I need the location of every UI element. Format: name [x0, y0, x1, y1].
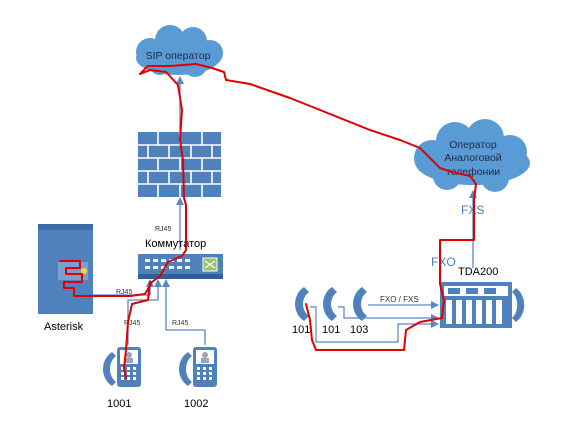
rj45-asterisk-label: RJ45: [116, 289, 132, 296]
analog-103-connector: [368, 301, 439, 309]
pbx-icon: [440, 282, 525, 328]
switch-to-phone1001-connector: [127, 279, 162, 345]
call-path: [59, 63, 477, 379]
analog-101a-label: 101: [292, 324, 310, 336]
switch-to-phone1002-connector: [162, 279, 206, 345]
ip-phone-1001[interactable]: [103, 347, 141, 387]
fxs-label: FXS: [461, 203, 484, 217]
analog-cloud-line-3: телефонии: [446, 166, 500, 178]
handset-icon: [323, 287, 337, 321]
analog-phone-101a[interactable]: [295, 287, 309, 321]
cloud-icon: [414, 119, 530, 192]
analog-101a-connector: [310, 306, 439, 343]
analog-103-label: 103: [350, 324, 368, 336]
asterisk-label: Asterisk: [44, 321, 84, 333]
sip-cloud-label: SIP оператор: [146, 50, 211, 62]
rj45-phone2-label: RJ45: [172, 320, 188, 327]
ip-phone-icon: [117, 347, 141, 387]
rj45-firewall-label: RJ45: [155, 226, 171, 233]
handset-icon: [103, 352, 116, 386]
switch-label: Коммутатор: [145, 238, 206, 250]
analog-phone-103[interactable]: [353, 287, 367, 321]
phone-1002-label: 1002: [184, 398, 208, 410]
ip-phone-1002[interactable]: [179, 347, 217, 387]
analog-cloud-line-1: Оператор: [449, 139, 497, 151]
ip-phone-icon: [193, 347, 217, 387]
fxo-label: FXO: [431, 255, 456, 269]
tda200-pbx[interactable]: [440, 282, 525, 328]
analog-101b-connector: [338, 306, 439, 322]
switch-to-firewall-connector: [176, 197, 184, 250]
firewall-to-sip-connector: [176, 76, 184, 132]
phone-1001-label: 1001: [107, 398, 131, 410]
fxo-fxs-label: FXO / FXS: [380, 295, 419, 304]
handset-icon: [295, 287, 309, 321]
handset-icon: [353, 287, 367, 321]
analog-operator-cloud[interactable]: Оператор Аналоговой телефонии: [414, 119, 530, 192]
rj45-phone1-label: RJ45: [124, 320, 140, 327]
switch-icon[interactable]: [138, 254, 223, 279]
analog-cloud-line-2: Аналоговой: [444, 152, 501, 164]
tda-label: TDA200: [458, 266, 498, 278]
analog-101b-label: 101: [322, 324, 340, 336]
handset-icon: [179, 352, 192, 386]
analog-phone-101b[interactable]: [323, 287, 337, 321]
sip-cloud[interactable]: SIP оператор: [136, 25, 223, 77]
